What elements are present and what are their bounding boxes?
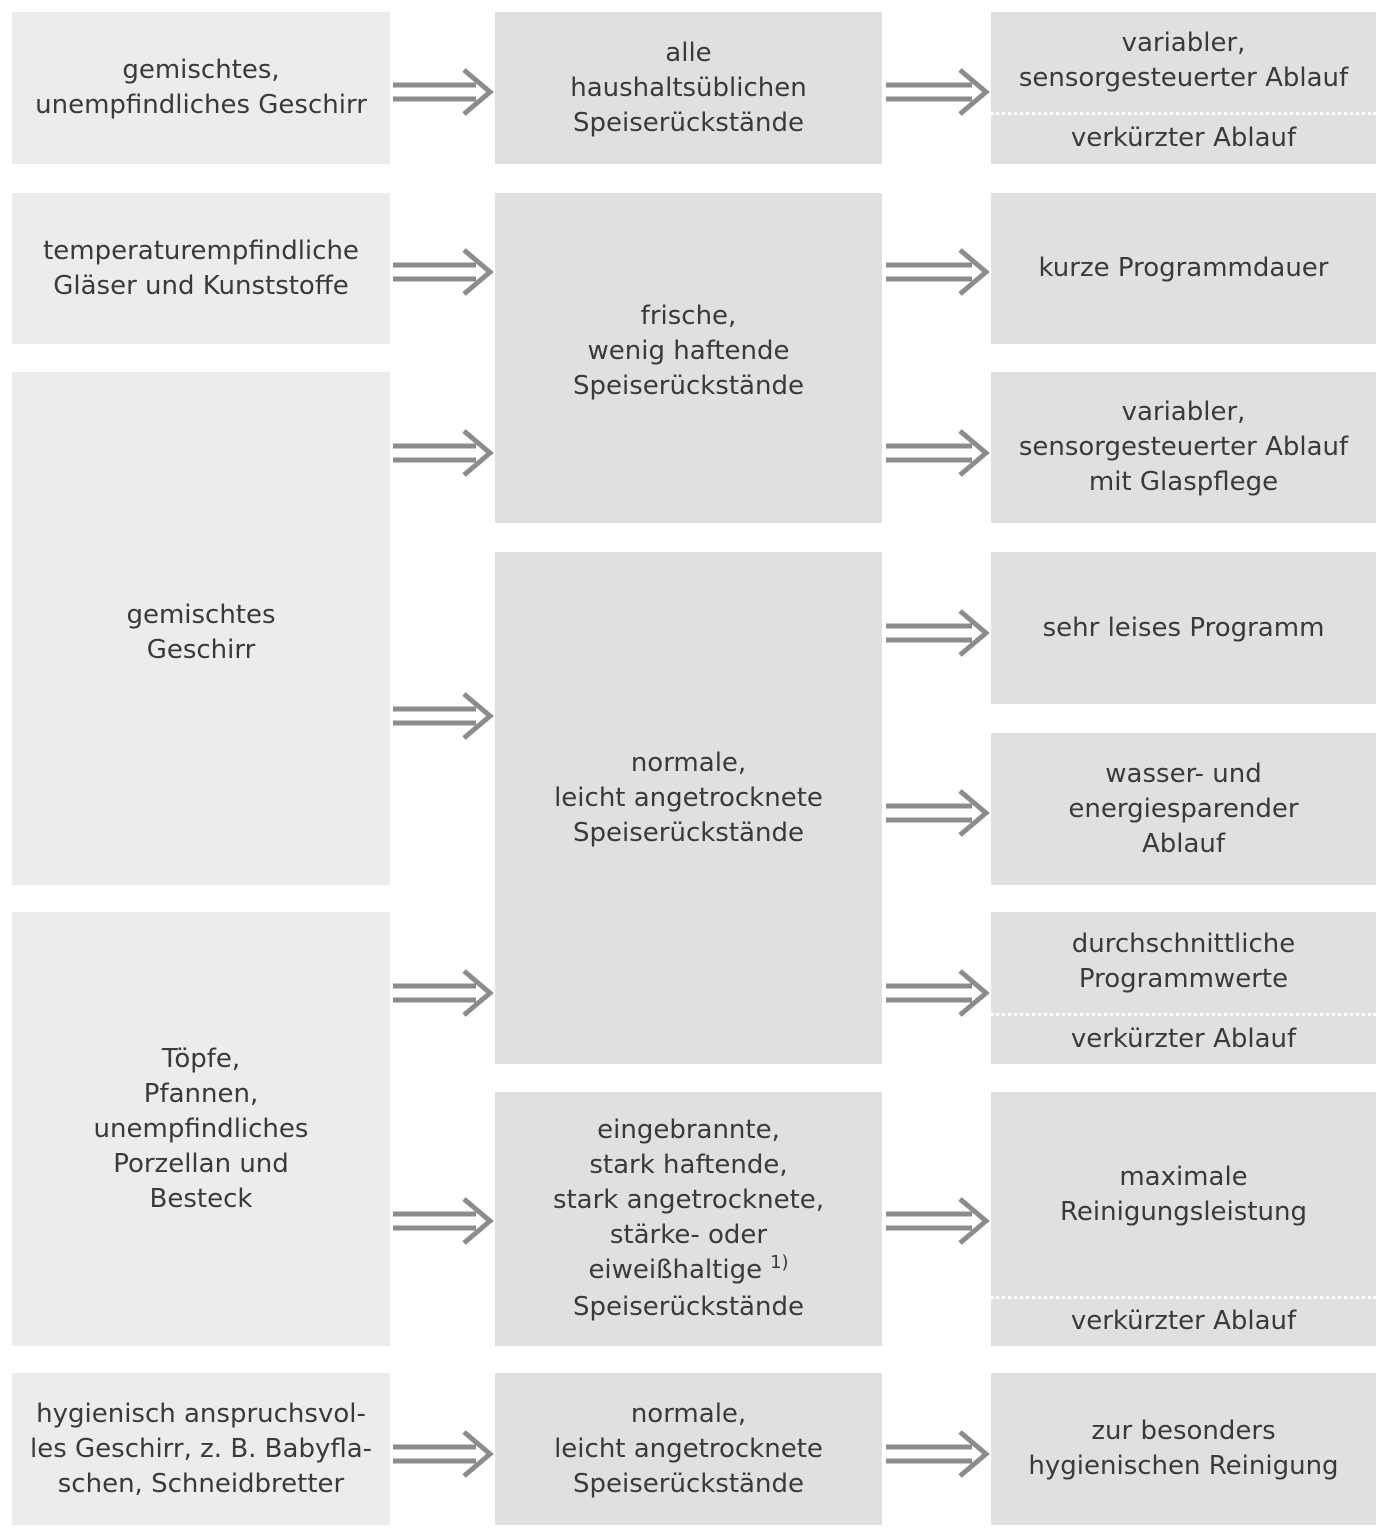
footnote-marker: 1) <box>770 1252 789 1273</box>
double-arrow-icon <box>393 969 494 1017</box>
program-box-short-duration: kurze Programmdauer <box>991 193 1376 344</box>
box-text-line: hygienischen Reinigung <box>1028 1451 1339 1481</box>
double-arrow-icon <box>393 429 494 477</box>
box-text-line: verkürzter Ablauf <box>1070 122 1297 153</box>
program-main-text: durchschnittliche Programmwerte <box>991 912 1376 1012</box>
box-text-line: haushaltsüblichen <box>570 72 807 103</box>
box-text-line: eiweißhaltige 1) <box>588 1252 789 1290</box>
double-arrow-icon <box>886 1197 990 1245</box>
program-box-glass-care: variabler, sensorgesteuerter Ablauf mit … <box>991 372 1376 523</box>
box-text-line: sensorgesteuerter Ablauf <box>1018 63 1349 93</box>
program-box-variable-sensor: variabler, sensorgesteuerter Ablauf verk… <box>991 12 1376 164</box>
box-text-line: Gläser und Kunststoffe <box>53 270 349 301</box>
program-box-eco: wasser- und energiesparender Ablauf <box>991 733 1376 885</box>
soil-box-normal-hygienic: normale, leicht angetrocknete Speiserück… <box>495 1373 882 1525</box>
dotted-divider <box>991 1296 1376 1299</box>
dishes-box-pots-pans: Töpfe, Pfannen, unempfindliches Porzella… <box>12 912 390 1346</box>
box-text-line: energiesparender <box>1068 793 1299 824</box>
box-text-line: gemischtes, <box>122 55 280 85</box>
box-text-line: temperaturempfindliche <box>43 235 359 266</box>
box-text-line: gemischtes <box>126 600 276 630</box>
dishes-box-temperature-sensitive: temperaturempfindliche Gläser und Kunsts… <box>12 193 390 344</box>
double-arrow-icon <box>393 1197 494 1245</box>
box-text-line: frische, <box>640 300 737 331</box>
box-text-line: Pfannen, <box>143 1078 259 1109</box>
double-arrow-icon <box>886 68 990 116</box>
double-arrow-icon <box>393 692 494 740</box>
double-arrow-icon <box>886 248 990 296</box>
soil-box-normal: normale, leicht angetrocknete Speiserück… <box>495 552 882 1064</box>
box-text-line: verkürzter Ablauf <box>1070 1305 1297 1336</box>
dotted-divider <box>991 112 1376 115</box>
box-text-line: stark angetrocknete, <box>552 1185 825 1215</box>
box-text-line: variabler, <box>1121 397 1246 427</box>
box-text-line: stark haftende, <box>589 1150 788 1180</box>
double-arrow-icon <box>886 609 990 657</box>
box-text-line: leicht angetrocknete <box>554 1433 823 1464</box>
box-text-line: durchschnittliche <box>1071 929 1296 959</box>
box-text-line: Ablauf <box>1141 828 1226 859</box>
program-main-text: variabler, sensorgesteuerter Ablauf <box>991 12 1376 110</box>
program-alt-text: verkürzter Ablauf <box>991 1014 1376 1064</box>
double-arrow-icon <box>886 429 990 477</box>
soil-box-burnt-on: eingebrannte, stark haftende, stark ange… <box>495 1092 882 1346</box>
box-text-line: normale, <box>630 1398 747 1429</box>
box-text-line: schen, Schneidbretter <box>57 1468 345 1499</box>
program-box-average: durchschnittliche Programmwerte verkürzt… <box>991 912 1376 1064</box>
box-text-line: unempfindliches <box>93 1113 309 1144</box>
program-main-text: maximale Reinigungsleistung <box>991 1092 1376 1298</box>
box-text-line: Speiserückstände <box>573 370 804 401</box>
soil-box-fresh: frische, wenig haftende Speiserückstände <box>495 193 882 523</box>
box-text-line: verkürzter Ablauf <box>1070 1023 1297 1054</box>
dishes-box-mixed-robust: gemischtes, unempfindliches Geschirr <box>12 12 390 164</box>
box-text-line: sehr leises Programm <box>1042 612 1325 643</box>
box-text-line: variabler, <box>1121 28 1246 58</box>
box-text-line: Programmwerte <box>1078 964 1289 994</box>
box-text-line: sensorgesteuerter Ablauf <box>1018 432 1349 462</box>
box-text-line: mit Glaspflege <box>1088 467 1279 497</box>
double-arrow-icon <box>886 969 990 1017</box>
box-text-line: Speiserückstände <box>573 1468 804 1499</box>
box-text-line: normale, <box>630 747 747 778</box>
box-text-line: hygienisch anspruchsvol- <box>36 1398 366 1429</box>
box-text-fragment: eiweißhaltige <box>588 1255 763 1285</box>
double-arrow-icon <box>393 68 494 116</box>
box-text-line: Porzellan und <box>113 1148 289 1179</box>
box-text-line: eingebrannte, <box>597 1115 780 1145</box>
program-box-hygienic: zur besonders hygienischen Reinigung <box>991 1373 1376 1525</box>
double-arrow-icon <box>393 248 494 296</box>
box-text-line: Geschirr <box>146 635 256 665</box>
box-text-line: Speiserückstände <box>573 1292 804 1322</box>
box-text-line: kurze Programmdauer <box>1038 253 1329 283</box>
box-text-line: unempfindliches Geschirr <box>35 90 367 120</box>
box-text-line: stärke- oder <box>609 1220 768 1250</box>
box-text-line: Besteck <box>149 1183 253 1214</box>
box-text-line: wasser- und <box>1105 758 1262 789</box>
double-arrow-icon <box>886 789 990 837</box>
program-box-max-cleaning: maximale Reinigungsleistung verkürzter A… <box>991 1092 1376 1346</box>
box-text-line: alle <box>665 37 712 68</box>
dishes-box-hygienic: hygienisch anspruchsvol- les Geschirr, z… <box>12 1373 390 1525</box>
box-text-line: zur besonders <box>1091 1416 1276 1446</box>
dotted-divider <box>991 1013 1376 1016</box>
box-text-line: Reinigungsleistung <box>1060 1197 1307 1227</box>
dishes-box-mixed: gemischtes Geschirr <box>12 372 390 885</box>
box-text-line: Speiserückstände <box>573 817 804 848</box>
box-text-line: les Geschirr, z. B. Babyfla- <box>29 1433 373 1464</box>
program-alt-text: verkürzter Ablauf <box>991 112 1376 164</box>
double-arrow-icon <box>886 1430 990 1478</box>
box-text-line: leicht angetrocknete <box>554 782 823 813</box>
box-text-line: maximale <box>1119 1162 1248 1192</box>
program-alt-text: verkürzter Ablauf <box>991 1296 1376 1346</box>
double-arrow-icon <box>393 1430 494 1478</box>
box-text-line: Töpfe, <box>161 1043 241 1074</box>
program-box-quiet: sehr leises Programm <box>991 552 1376 704</box>
soil-box-all-household: alle haushaltsüblichen Speiserückstände <box>495 12 882 164</box>
box-text-line: Speiserückstände <box>573 107 804 138</box>
box-text-line: wenig haftende <box>587 335 790 366</box>
